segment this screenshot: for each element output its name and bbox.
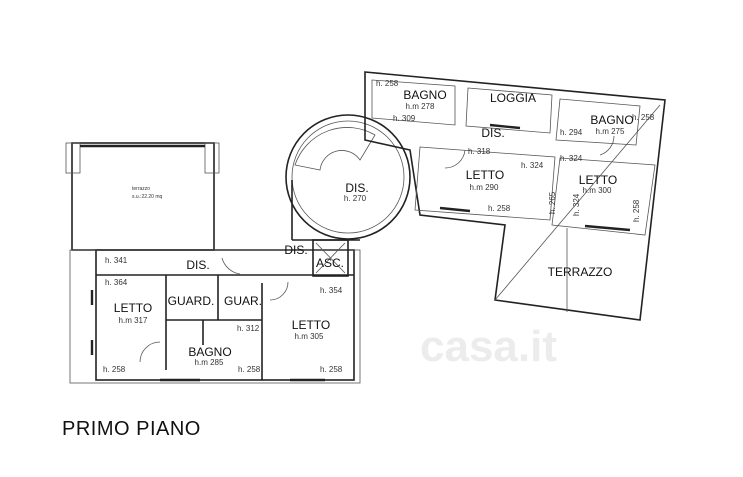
height-label: h. 324 [560,154,583,163]
height-label: h. 258 [320,365,343,374]
height-label: h. 258 [488,204,511,213]
height-label: h. 364 [105,278,128,287]
height-label: h. 258 [632,113,655,122]
height-label: h. 341 [105,256,128,265]
room-letto-317: LETTO [114,301,152,315]
room-letto-317-height: h.m 317 [119,316,148,325]
room-dis-left: DIS. [186,258,209,272]
room-bagno-right-height: h.m 275 [596,127,625,136]
room-bagno-top-height: h.m 278 [406,102,435,111]
height-label: h. 294 [560,128,583,137]
room-terrazzo-left-area: s.u.:22.20 mq [132,194,163,200]
height-label: h. 309 [393,114,416,123]
room-dis-top: DIS. [481,126,504,140]
height-label: h. 324 [521,161,544,170]
room-bagno-285: BAGNO [188,345,231,359]
room-letto-300: LETTO [579,173,617,187]
room-letto-290-height: h.m 290 [470,183,499,192]
room-letto-305-height: h.m 305 [295,332,324,341]
room-guar: GUAR. [224,294,262,308]
left-block-walls [69,249,361,384]
height-label: h. 258 [103,365,126,374]
room-bagno-right: BAGNO [590,113,633,127]
room-guard: GUARD. [168,294,215,308]
room-terrazzo-left: terrazzo [132,186,150,192]
room-letto-290: LETTO [466,168,504,182]
room-letto-305: LETTO [292,318,330,332]
right-wing-walls [364,71,666,321]
height-label: h. 354 [320,286,343,295]
height-label: h. 258 [632,199,641,222]
height-label: h. 324 [572,193,581,216]
room-dis-round-height: h. 270 [344,194,367,203]
room-bagno-285-height: h.m 285 [195,358,224,367]
height-label: h. 312 [237,324,260,333]
stair-hall [285,114,411,241]
floor-title: PRIMO PIANO [62,418,201,440]
room-asc: ASC. [316,256,344,270]
watermark: casa.it [420,322,557,371]
room-bagno-top: BAGNO [403,88,446,102]
room-loggia: LOGGIA [490,91,536,105]
room-terrazzo-right: TERRAZZO [548,265,613,279]
height-label: h. 265 [548,191,557,214]
room-dis-mid: DIS. [284,243,307,257]
room-letto-300-height: h.m 300 [583,186,612,195]
room-dis-round: DIS. [345,181,368,195]
height-label: h. 258 [238,365,261,374]
height-label: h. 318 [468,147,491,156]
height-label: h. 258 [376,79,399,88]
